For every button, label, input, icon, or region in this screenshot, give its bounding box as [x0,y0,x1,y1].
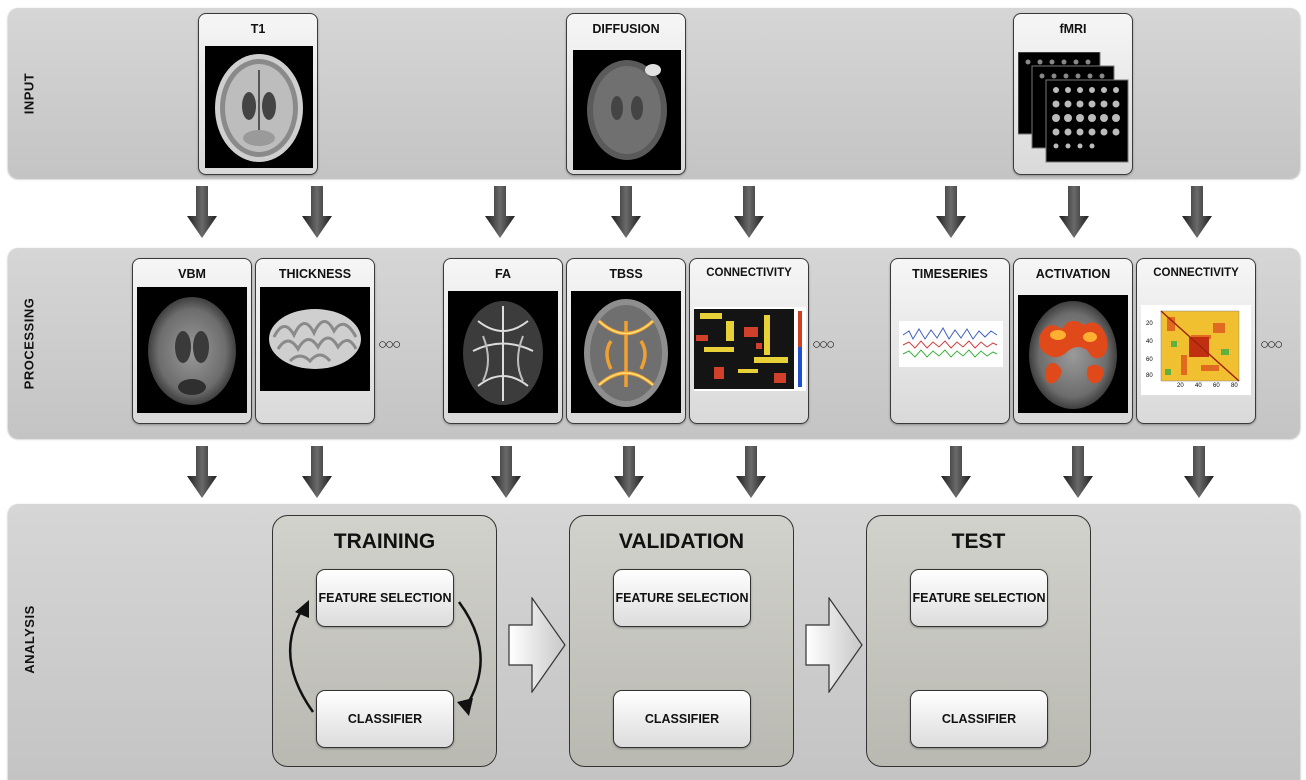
matrix-tick-label: 80 [1231,383,1238,389]
training-loop-arrows [288,600,482,716]
processing-band-label: PROCESSING [21,297,37,389]
diffusion-title: DIFFUSION [592,22,660,36]
more-items-ellipsis: ○○○ [1260,336,1283,353]
fmri-title: fMRI [1059,22,1087,36]
matrix-tick-label: 20 [1177,383,1184,389]
connectivity-fmri-card: CONNECTIVITY 20 40 60 80 20 40 60 80 [1136,258,1256,424]
validation-stage: VALIDATION FEATURE SELECTION CLASSIFIER [569,515,794,767]
down-arrow [734,186,764,238]
t1-title: T1 [250,22,266,36]
tbss-title: TBSS [609,267,643,281]
fa-card: FA [443,258,563,424]
down-arrow [1063,446,1093,498]
training-title: TRAINING [333,530,436,553]
matrix-tick-label: 80 [1146,373,1153,379]
more-items-ellipsis: ○○○ [812,336,835,353]
fa-brain-image [448,291,558,413]
connectivity-fmri-title: CONNECTIVITY [1153,267,1239,279]
activation-card: ACTIVATION [1013,258,1133,424]
down-arrow [302,446,332,498]
next-stage-arrow [508,597,566,693]
thickness-card: THICKNESS [255,258,375,424]
diffusion-brain-image [573,50,681,170]
thickness-cortex-image [260,287,370,391]
classifier-box: CLASSIFIER [910,690,1048,748]
fmri-volume-stack-image [1018,52,1129,163]
down-arrow [491,446,521,498]
vbm-title: VBM [178,267,206,281]
vbm-card: VBM [132,258,252,424]
down-arrow [941,446,971,498]
matrix-tick-label: 40 [1195,383,1202,389]
vbm-brain-image [137,287,247,413]
tbss-skeleton-image [571,291,681,413]
down-arrow [1182,186,1212,238]
down-arrow [485,186,515,238]
down-arrow [611,186,641,238]
timeseries-plot-image [899,321,1003,367]
training-stage: TRAINING FEATURE SELECTION CLASSIFIER [272,515,497,767]
down-arrow [614,446,644,498]
matrix-tick-label: 60 [1146,357,1153,363]
validation-title: VALIDATION [618,530,745,553]
matrix-tick-label: 60 [1213,383,1220,389]
down-arrow [936,186,966,238]
timeseries-card: TIMESERIES [890,258,1010,424]
connectivity-dti-title: CONNECTIVITY [706,267,792,279]
down-arrow [736,446,766,498]
classifier-box: CLASSIFIER [613,690,751,748]
feature-selection-box: FEATURE SELECTION [613,569,751,627]
connectivity-dti-card: CONNECTIVITY [689,258,809,424]
activation-title: ACTIVATION [1035,267,1111,281]
fa-title: FA [495,267,511,281]
test-stage: TEST FEATURE SELECTION CLASSIFIER [866,515,1091,767]
down-arrow [302,186,332,238]
diffusion-card: DIFFUSION [566,13,686,175]
down-arrow [187,186,217,238]
matrix-tick-label: 40 [1146,339,1153,345]
test-title: TEST [951,530,1006,553]
feature-selection-box: FEATURE SELECTION [316,569,454,627]
input-band-label: INPUT [21,72,37,114]
classifier-box: CLASSIFIER [316,690,454,748]
t1-card: T1 [198,13,318,175]
feature-selection-box: FEATURE SELECTION [910,569,1048,627]
down-arrow [1184,446,1214,498]
down-arrow [1059,186,1089,238]
thickness-title: THICKNESS [278,267,352,281]
matrix-tick-label: 20 [1146,321,1153,327]
analysis-band-label: ANALYSIS [21,604,37,674]
tbss-card: TBSS [566,258,686,424]
more-items-ellipsis: ○○○ [378,336,401,353]
connectivity-fmri-matrix-image [1141,305,1251,395]
t1-brain-image [205,46,313,168]
next-stage-arrow [805,597,863,693]
fmri-card: fMRI [1013,13,1133,175]
down-arrow [187,446,217,498]
connectivity-matrix-image [694,307,806,391]
activation-map-image [1018,295,1128,413]
timeseries-title: TIMESERIES [912,267,988,281]
